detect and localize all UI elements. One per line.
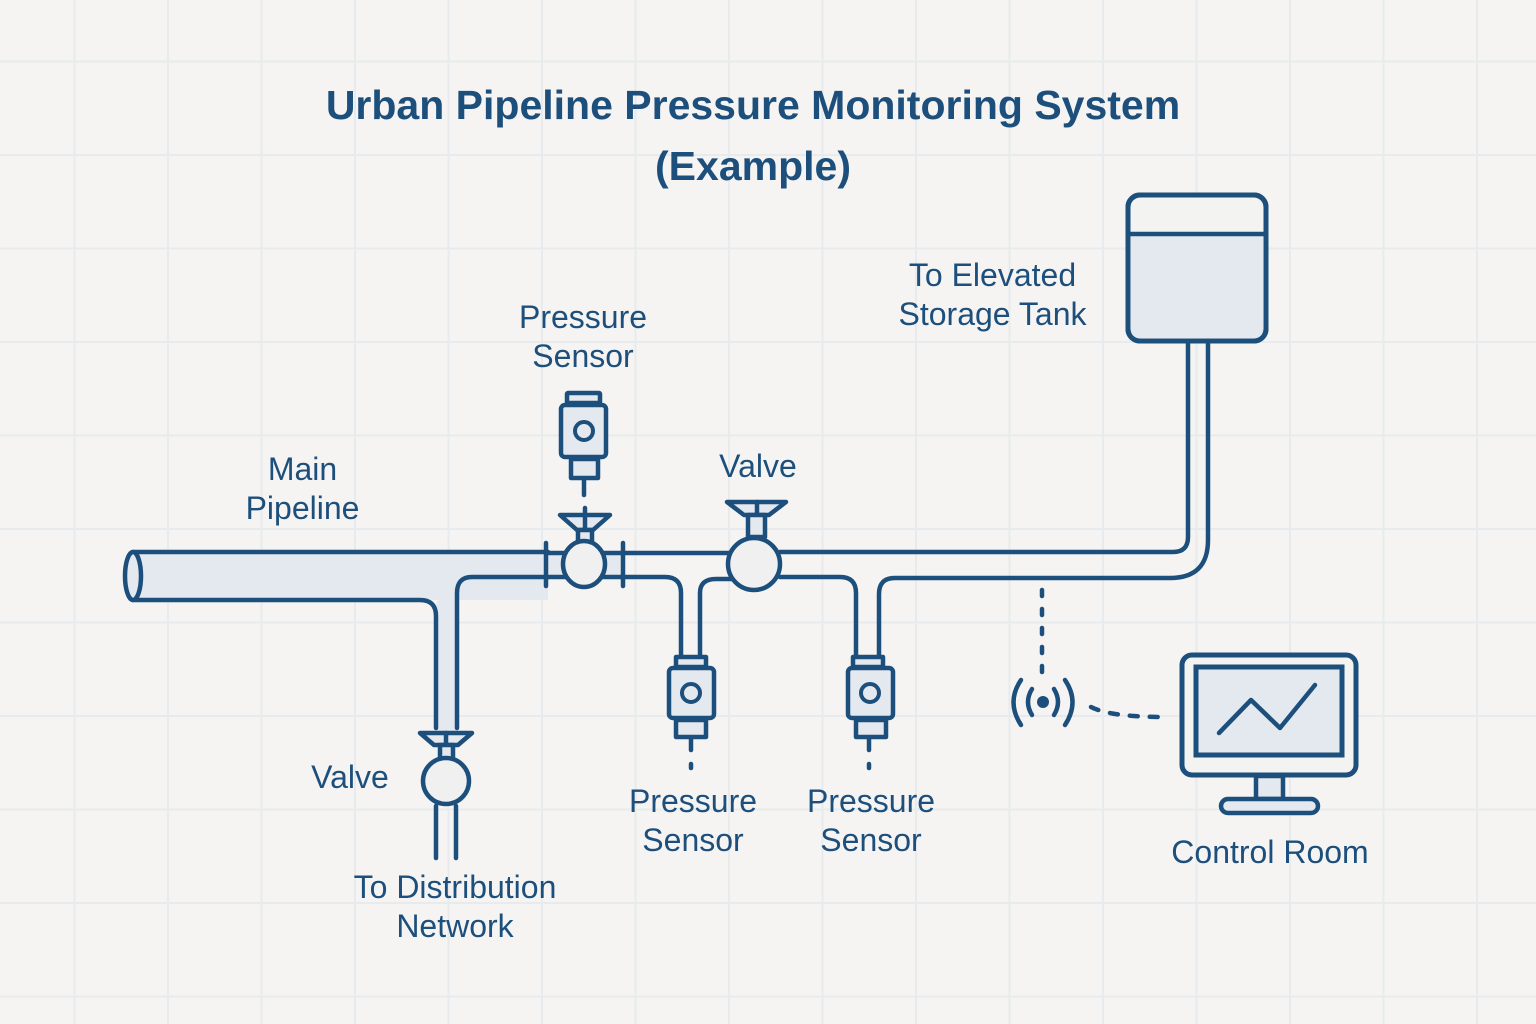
label-line: Main: [267, 451, 338, 487]
main-pipeline: [122, 549, 551, 740]
pipe-end-icon: [122, 549, 144, 603]
pressure-sensor-icon: [845, 654, 896, 771]
sensor-3-label: Pressure Sensor: [786, 782, 956, 860]
distribution-label: To Distribution Network: [320, 868, 590, 946]
diagram-subtitle: (Example): [655, 143, 851, 189]
valve-2-icon: [724, 499, 789, 593]
monitor-icon: [1179, 652, 1359, 816]
diagram-title: Urban Pipeline Pressure Monitoring Syste…: [325, 82, 1181, 128]
label-line: Storage Tank: [898, 296, 1087, 332]
wireless-signal-icon: [1011, 587, 1168, 728]
storage-tank-label: To Elevated Storage Tank: [870, 256, 1115, 334]
valve-top-label: Valve: [719, 448, 797, 484]
label-line: Sensor: [532, 338, 634, 374]
label-line: Network: [396, 908, 514, 944]
sensor-2-label: Pressure Sensor: [608, 782, 778, 860]
pipe-section: [543, 339, 1211, 663]
valve-1-icon: [557, 505, 613, 590]
top-sensor-label: Pressure Sensor: [498, 298, 668, 376]
label-line: Sensor: [820, 822, 922, 858]
main-pipeline-label: Main Pipeline: [220, 450, 385, 528]
storage-tank-icon: [1125, 192, 1269, 344]
label-line: Pipeline: [245, 490, 360, 526]
pressure-sensor-icon: [558, 390, 609, 498]
valve-bottom-label: Valve: [311, 759, 389, 795]
label-line: To Elevated: [908, 257, 1077, 293]
label-line: Sensor: [642, 822, 744, 858]
label-line: Pressure: [806, 783, 936, 819]
distribution-valve-icon: [417, 730, 475, 861]
pressure-sensor-icon: [666, 654, 717, 771]
control-room-label: Control Room: [1171, 834, 1369, 870]
label-line: To Distribution: [353, 869, 557, 905]
label-line: Pressure: [628, 783, 758, 819]
label-line: Pressure: [518, 299, 648, 335]
